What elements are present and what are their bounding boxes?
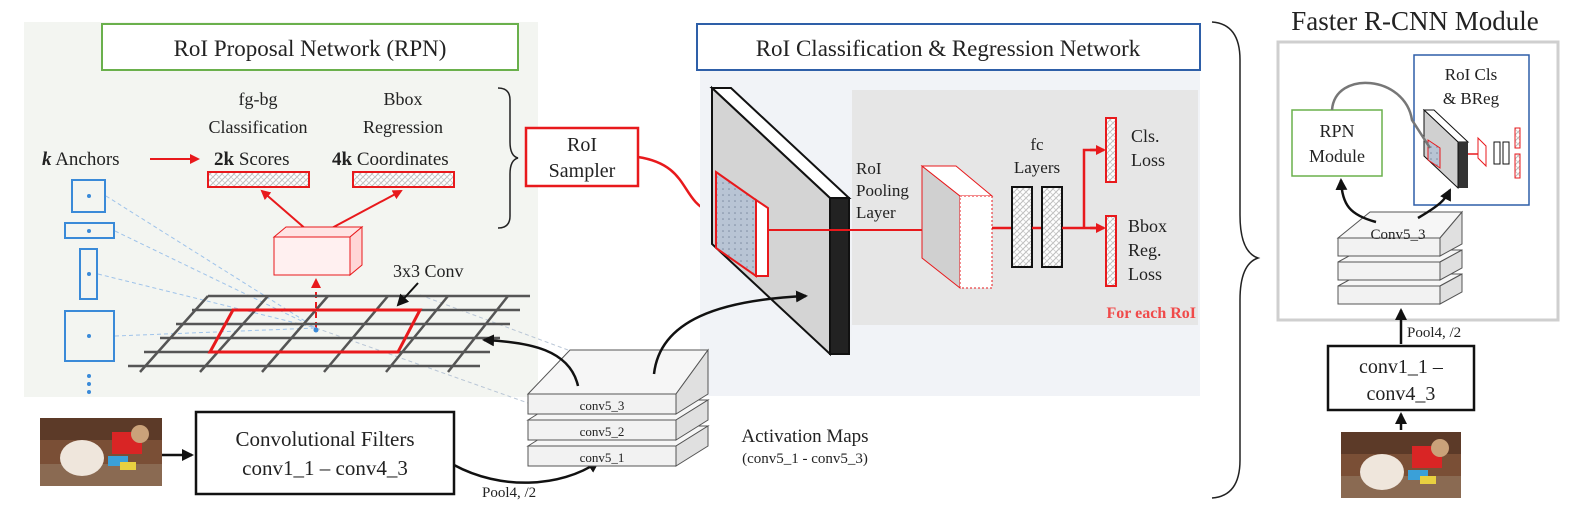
module-rpn-box [1291, 109, 1383, 177]
conv5-2-label: conv5_2 [580, 424, 625, 439]
anchors-label: k Anchors [42, 149, 120, 170]
module-rpn-to-cls-curve [1330, 81, 1432, 149]
conv5-to-cls-arrow [652, 290, 808, 375]
conv3x3-label: 3x3 Conv [393, 261, 464, 281]
cls-loss-line2: Loss [1131, 150, 1165, 170]
module-conv5-to-rpn-arrow [1335, 178, 1377, 224]
module-conv-line1: conv1_1 – [1359, 356, 1444, 378]
cls-reg-title: RoI Classification & Regression Network [756, 36, 1141, 61]
module-rpn-line1: RPN [1319, 121, 1354, 141]
filters-to-conv5-arrow [453, 460, 600, 484]
activation-slab [709, 85, 852, 357]
conv-filters-line2: conv1_1 – conv4_3 [242, 456, 408, 480]
fc-layer-1 [1011, 186, 1033, 268]
roi-region [715, 170, 769, 278]
module-image [1341, 432, 1461, 498]
fc-layer-2 [1041, 186, 1063, 268]
fgbg-label-line1: fg-bg [239, 89, 278, 109]
roi-pooled-feature [920, 164, 994, 290]
coords-layer [352, 171, 455, 188]
module-conv5-to-cls-arrow [1417, 188, 1452, 220]
bbox-loss-line3: Loss [1128, 264, 1162, 284]
bbox-loss-line1: Bbox [1128, 216, 1167, 236]
conv5-stack [526, 348, 710, 467]
bbox-reg-label-line1: Bbox [383, 89, 422, 109]
bbox-reg-label-line2: Regression [363, 117, 443, 137]
cls-reg-title-box [696, 23, 1201, 71]
roi-sampler-box [524, 126, 640, 188]
conv5-to-rpn-arrow [482, 334, 580, 387]
module-title: Faster R-CNN Module [1291, 6, 1538, 36]
module-brace [1211, 21, 1261, 499]
conv-window [207, 308, 423, 354]
bbox-loss-layer [1105, 215, 1117, 287]
fgbg-label-line2: Classification [209, 117, 308, 137]
rpn-title: RoI Proposal Network (RPN) [174, 36, 447, 61]
activation-maps-sub: (conv5_1 - conv5_3) [742, 451, 868, 467]
conv3x3-pointer [396, 282, 419, 307]
cls-loss-line1: Cls. [1131, 126, 1160, 146]
anchor-dots [87, 194, 91, 394]
scores-layer [207, 171, 310, 188]
module-conv5-stack [1336, 210, 1464, 305]
conv-filters-line1: Convolutional Filters [235, 427, 414, 451]
for-each-roi-label: For each RoI [1107, 305, 1196, 322]
fc-line2: Layers [1014, 158, 1060, 177]
module-conv5-label: Conv5_3 [1370, 227, 1425, 243]
rpn-title-box [101, 23, 519, 71]
roi-pool-line2: Pooling [856, 181, 909, 200]
pool4-label: Pool4, /2 [482, 485, 536, 501]
module-conv-box [1326, 344, 1476, 412]
rpn-panel [24, 22, 538, 397]
rpn-intermediate-box [272, 225, 364, 277]
roi-sampler-line2: Sampler [549, 160, 616, 182]
activation-maps-title: Activation Maps [741, 426, 868, 447]
fc-line1: fc [1030, 135, 1044, 154]
module-pool-label: Pool4, /2 [1407, 325, 1461, 341]
conv-filters-box [194, 410, 456, 496]
module-rpn-line2: Module [1309, 146, 1365, 166]
grid-center-dot [313, 327, 319, 333]
roi-pool-line3: Layer [856, 203, 896, 222]
module-roicls-line1: RoI Cls [1445, 65, 1497, 84]
conv5-3-label: conv5_3 [580, 398, 625, 413]
coords-label: 4k Coordinates [332, 149, 449, 170]
roi-pool-line1: RoI [856, 159, 882, 178]
input-image [40, 418, 162, 486]
roi-sampler-line1: RoI [567, 134, 597, 156]
module-conv-line2: conv4_3 [1367, 383, 1436, 405]
module-roicls-line2: & BReg [1443, 89, 1500, 108]
rpn-brace [497, 87, 519, 229]
bbox-loss-line2: Reg. [1128, 240, 1162, 260]
anchor-boxes [64, 179, 115, 362]
conv5-1-label: conv5_1 [580, 450, 625, 465]
cls-loss-layer [1105, 117, 1117, 183]
scores-label: 2k Scores [214, 149, 289, 170]
module-mini-net [1422, 108, 1521, 190]
